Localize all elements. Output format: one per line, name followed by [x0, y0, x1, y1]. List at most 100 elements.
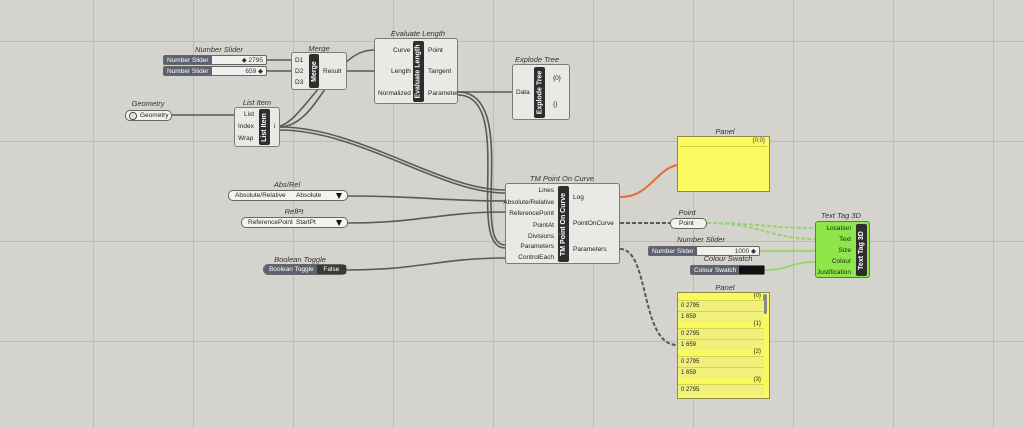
- abs-rel-value-list[interactable]: Absolute/Relative Absolute: [228, 190, 348, 201]
- panel-line: 0 2795: [678, 356, 764, 367]
- panel-group-path: {1}: [753, 321, 761, 327]
- merge-input-d1[interactable]: D1: [295, 57, 304, 64]
- panel-scrollbar[interactable]: [763, 294, 767, 314]
- panel-line: 0 2795: [678, 328, 764, 339]
- number-slider-3[interactable]: Number Slider 1000 ◆: [648, 246, 760, 256]
- slider-label: Number Slider: [164, 56, 212, 64]
- title-explode-tree: Explode Tree: [514, 55, 560, 64]
- tm-point-on-curve-component[interactable]: Lines Absolute/Relative ReferencePoint P…: [503, 183, 620, 264]
- tm-input-refpoint[interactable]: ReferencePoint: [509, 210, 554, 217]
- tm-nickname: TM Point On Curve: [558, 186, 569, 262]
- geometry-label: Geometry: [140, 112, 169, 119]
- explode-output-empty[interactable]: {}: [553, 101, 558, 108]
- title-number-slider: Number Slider: [195, 45, 243, 54]
- panel-top-path: {0;0}: [752, 138, 765, 144]
- wire-swatch-texttag: [764, 261, 816, 271]
- merge-nickname: Merge: [309, 54, 319, 88]
- texttag-nickname: Text Tag 3D: [856, 224, 867, 276]
- boolean-toggle-label: Boolean Toggle: [264, 265, 317, 274]
- point-param[interactable]: Point: [670, 218, 707, 229]
- boolean-toggle[interactable]: Boolean Toggle False: [263, 264, 347, 275]
- title-number-slider-2: Number Slider: [677, 235, 725, 244]
- eval-input-length[interactable]: Length: [391, 68, 411, 75]
- panel-line: 1 659: [678, 311, 764, 322]
- number-slider-1[interactable]: Number Slider ◆ 2795: [163, 55, 267, 65]
- texttag-input-colour[interactable]: Colour: [831, 258, 851, 265]
- merge-input-d2[interactable]: D2: [295, 68, 304, 75]
- dropdown-arrow-icon[interactable]: [336, 219, 342, 226]
- texttag-input-text[interactable]: Text: [839, 236, 851, 243]
- tm-output-log[interactable]: Log: [573, 194, 584, 201]
- texttag-input-size[interactable]: Size: [838, 247, 851, 254]
- listitem-input-index[interactable]: Index: [238, 123, 254, 130]
- evaluate-length-component[interactable]: Curve Length Normalized Evaluate Length …: [374, 38, 458, 104]
- explode-tree-component[interactable]: Data Explode Tree {0} {}: [512, 64, 570, 120]
- title-panel-top: Panel: [715, 127, 735, 136]
- title-refpt: RefPt: [284, 207, 304, 216]
- eval-output-point[interactable]: Point: [428, 47, 443, 54]
- colour-swatch[interactable]: Colour Swatch: [690, 265, 765, 275]
- tm-output-parameters[interactable]: Parameters: [573, 246, 607, 253]
- tm-output-pointoncurve[interactable]: PointOnCurve: [573, 220, 614, 227]
- title-text-tag: Text Tag 3D: [821, 211, 861, 220]
- panel-line: 0 2795: [678, 300, 764, 311]
- wire-listitem-tm: [278, 126, 506, 191]
- title-abs-rel: Abs/Rel: [273, 180, 301, 189]
- tm-input-controleach[interactable]: ControlEach: [518, 254, 554, 261]
- wire-listitem-tm-2: [278, 129, 506, 194]
- panel-top[interactable]: {0;0}: [677, 136, 770, 192]
- colour-swatch-color[interactable]: [739, 266, 764, 274]
- eval-nickname: Evaluate Length: [413, 41, 424, 102]
- refpt-label: ReferencePoint: [248, 219, 293, 226]
- tm-input-pointat[interactable]: PointAt: [533, 222, 554, 229]
- colour-swatch-label: Colour Swatch: [691, 266, 740, 274]
- tm-input-lines[interactable]: Lines: [538, 187, 554, 194]
- title-list-item: List Item: [242, 98, 272, 107]
- panel-group-path: {0}: [753, 293, 761, 299]
- tm-input-divisions[interactable]: Divisions: [527, 233, 554, 240]
- list-item-component[interactable]: List Index Wrap List Item i: [234, 107, 280, 147]
- wire-absrel-tm: [347, 195, 506, 202]
- tm-input-parameters[interactable]: Parameters: [520, 243, 554, 250]
- abs-rel-label: Absolute/Relative: [235, 192, 286, 199]
- title-point: Point: [678, 208, 696, 217]
- wire-toggle-tm: [346, 257, 506, 271]
- panel-group: {0} 0 2795 1 659: [678, 293, 764, 322]
- point-label: Point: [679, 220, 694, 227]
- panel-group-path: {3}: [753, 377, 761, 383]
- slider-value: 659 ◆: [245, 68, 263, 75]
- eval-input-curve[interactable]: Curve: [393, 47, 411, 54]
- wire-log-panel: [619, 164, 678, 198]
- refpt-value-list[interactable]: ReferencePoint StartPt: [241, 217, 348, 228]
- boolean-toggle-value[interactable]: False: [316, 265, 346, 274]
- explode-nickname: Explode Tree: [534, 67, 545, 118]
- merge-component[interactable]: D1 D2 D3 Merge Result: [291, 52, 347, 90]
- title-merge: Merge: [308, 44, 330, 53]
- eval-output-tangent[interactable]: Tangent: [428, 68, 452, 75]
- eval-input-normalized[interactable]: Normalized: [378, 90, 411, 97]
- explode-output-0[interactable]: {0}: [553, 75, 561, 82]
- listitem-nickname: List Item: [259, 109, 270, 145]
- tm-input-absrel[interactable]: Absolute/Relative: [503, 199, 554, 206]
- dropdown-arrow-icon[interactable]: [336, 192, 342, 199]
- geometry-param[interactable]: ↓ Geometry: [125, 110, 172, 121]
- merge-output-result[interactable]: Result: [323, 68, 342, 75]
- slider-label: Number Slider: [649, 247, 697, 255]
- number-slider-2[interactable]: Number Slider 659 ◆: [163, 66, 267, 76]
- explode-input-data[interactable]: Data: [516, 89, 530, 96]
- slider-label: Number Slider: [164, 67, 212, 75]
- geometry-icon: ↓: [129, 111, 137, 120]
- listitem-input-wrap[interactable]: Wrap: [238, 135, 254, 142]
- eval-output-parameter[interactable]: Parameter: [428, 90, 459, 97]
- title-colour-swatch: Colour Swatch: [703, 254, 753, 263]
- text-tag-3d-component[interactable]: Location Text Size Colour Justification …: [815, 221, 870, 278]
- texttag-input-location[interactable]: Location: [826, 225, 851, 232]
- listitem-input-list[interactable]: List: [244, 111, 255, 118]
- panel-line: 1 659: [678, 339, 764, 350]
- panel-group: {3} 0 2795: [678, 377, 764, 395]
- merge-input-d3[interactable]: D3: [295, 79, 304, 86]
- listitem-output-i[interactable]: i: [274, 123, 276, 130]
- panel-bottom[interactable]: {0} 0 2795 1 659 {1} 0 2795 1 659 {2} 0 …: [677, 292, 770, 399]
- texttag-input-justification[interactable]: Justification: [817, 269, 851, 276]
- slider-value: 1000 ◆: [734, 248, 756, 255]
